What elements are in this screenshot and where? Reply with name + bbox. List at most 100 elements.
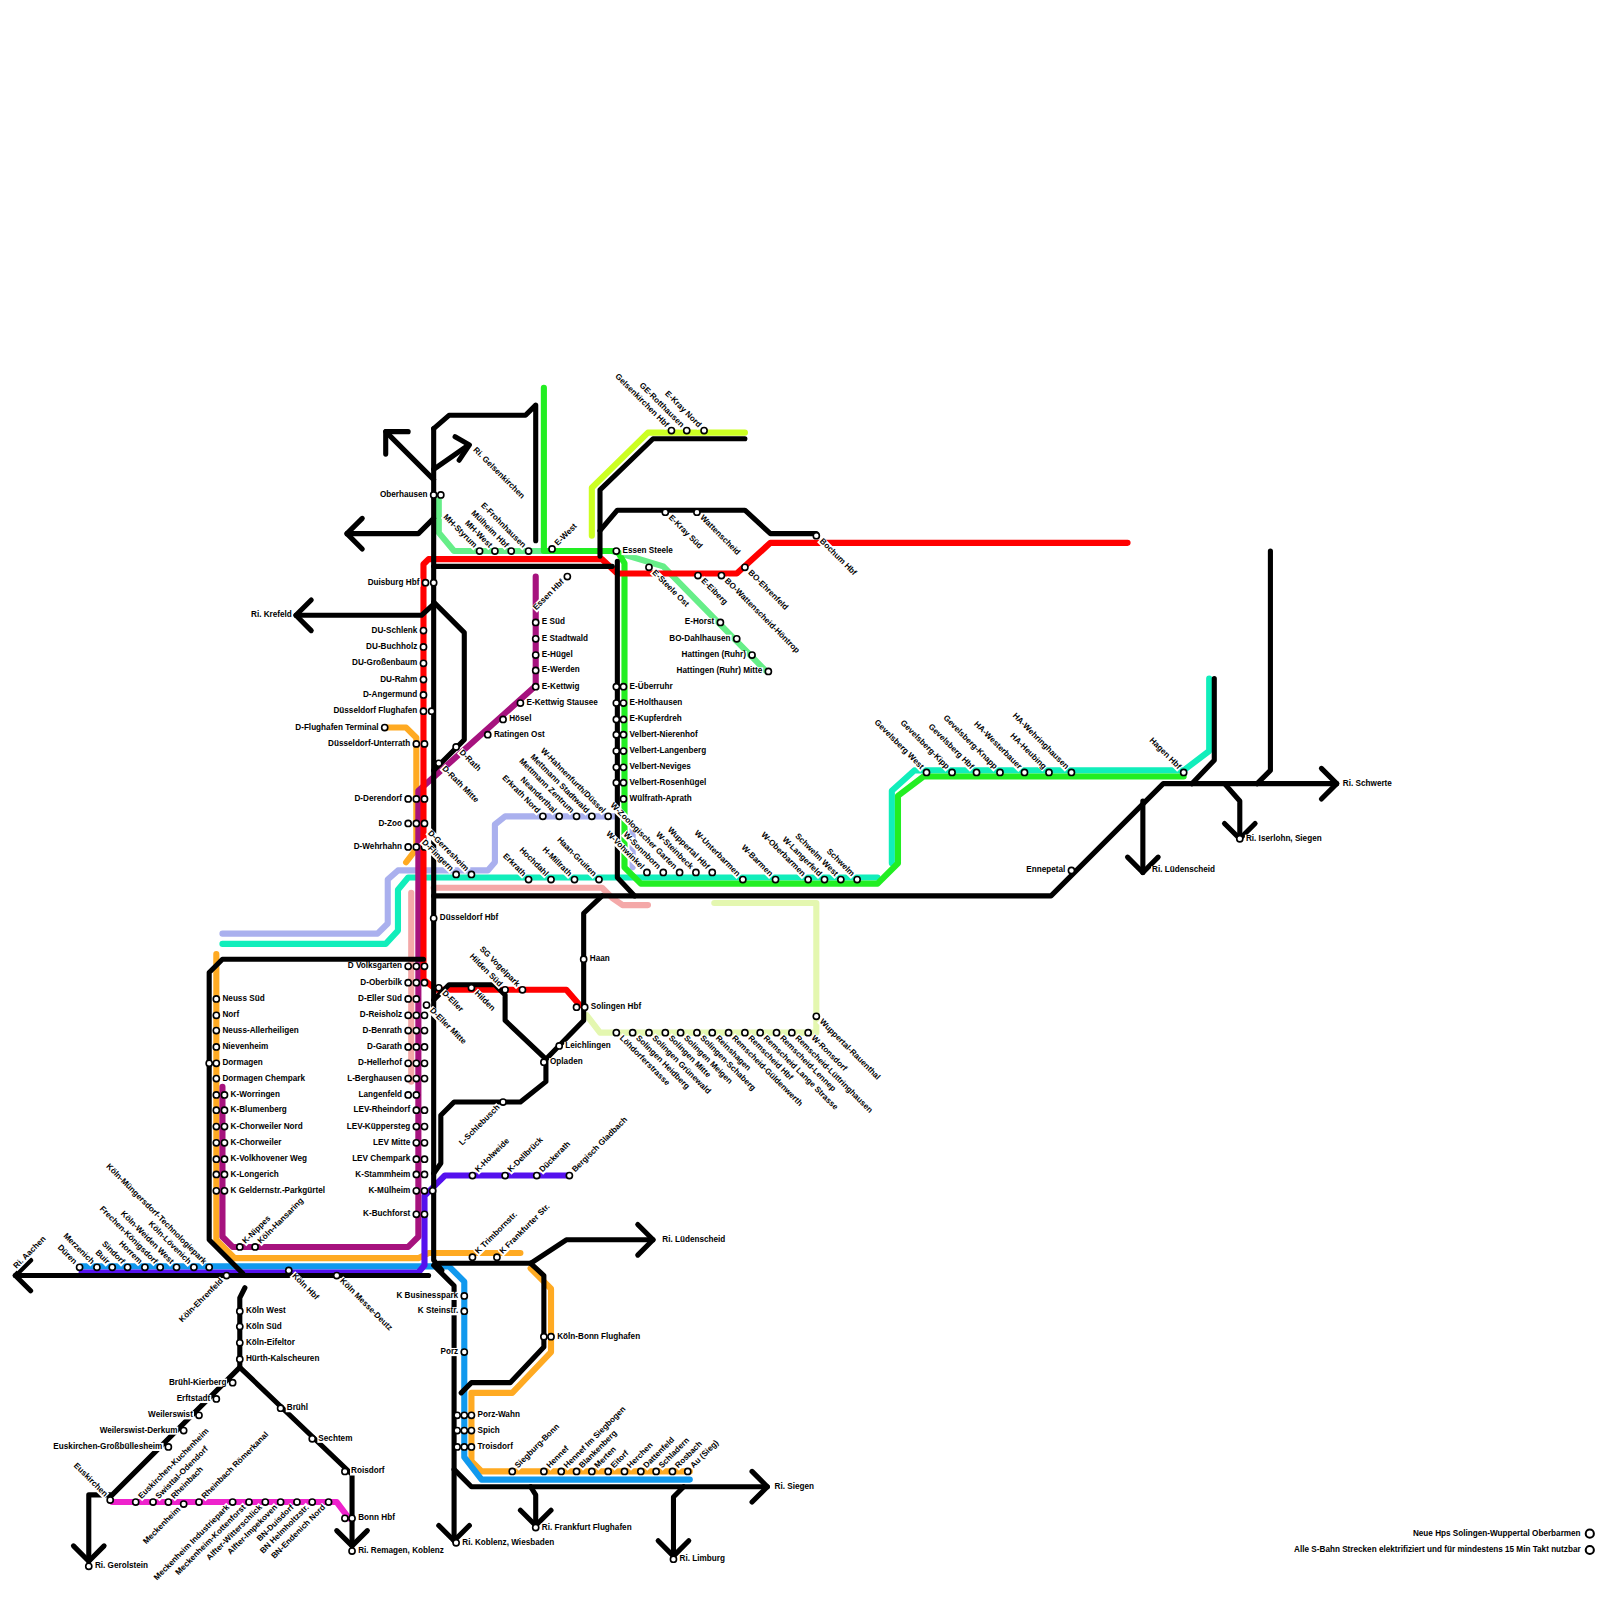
station-label: Duisburg Hbf (367, 579, 421, 587)
station-label: Hattingen (Ruhr) Mitte (676, 667, 764, 675)
station-label: E-Hügel (541, 651, 574, 659)
station-dot (213, 1044, 219, 1050)
station-dot (670, 1556, 676, 1562)
station-dot (382, 724, 388, 730)
station-label: Ri. Gerolstein (94, 1562, 149, 1570)
station-dot (165, 1499, 171, 1505)
station-dot (420, 644, 426, 650)
station-dot (581, 956, 587, 962)
station-dot (549, 546, 555, 552)
station-dot (589, 1468, 595, 1474)
station-label: Roisdorf (350, 1467, 386, 1475)
station-label: Köln-Eifeltor (245, 1339, 296, 1347)
station-dot (571, 877, 577, 883)
station-dot (821, 877, 827, 883)
station-dot (421, 1044, 427, 1050)
station-dot (644, 869, 650, 875)
station-label: Köln Hbf (289, 1271, 320, 1302)
station-dot (421, 1107, 427, 1113)
station-label: W-Barmen (739, 843, 775, 879)
station-label: D-Angermund (362, 691, 418, 699)
station-dot (517, 700, 523, 706)
station-dot (684, 428, 690, 434)
station-dot (596, 877, 602, 883)
station-label: Hagen Hbf (1147, 736, 1183, 772)
station-dot (107, 1497, 113, 1503)
station-label: D-Eller (439, 988, 465, 1014)
station-dot (973, 769, 979, 775)
station-dot (468, 871, 474, 877)
station-dot (421, 1171, 427, 1177)
station-dot (221, 1123, 227, 1129)
station-dot (726, 1030, 732, 1036)
station-dot (221, 1188, 227, 1194)
station-dot (413, 1156, 419, 1162)
station-label: Spich (477, 1427, 501, 1435)
station-dot (150, 1499, 156, 1505)
station-dot (405, 820, 411, 826)
station-dot (124, 1264, 130, 1270)
station-dot (294, 1499, 300, 1505)
station-dot (838, 877, 844, 883)
station-label: Langenfeld (357, 1091, 403, 1099)
station-label: D-Hellerhof (357, 1059, 403, 1067)
station-label: Velbert-Langenberg (629, 747, 708, 755)
station-dot (413, 996, 419, 1002)
station-dot (613, 780, 619, 786)
station-dot (997, 769, 1003, 775)
station-label: Porz-Wahn (477, 1411, 521, 1419)
station-dot (573, 1468, 579, 1474)
station-dot (765, 668, 771, 674)
station-dot (695, 572, 701, 578)
station-dot (436, 760, 442, 766)
station-dot (191, 1264, 197, 1270)
station-dot (181, 1501, 187, 1507)
station-dot (949, 769, 955, 775)
station-dot (678, 1030, 684, 1036)
station-dot (620, 748, 626, 754)
station-dot (613, 700, 619, 706)
station-dot (805, 1030, 811, 1036)
station-label: LEV-Rheindorf (352, 1106, 411, 1114)
station-dot (613, 748, 619, 754)
station-dot (420, 692, 426, 698)
station-dot (278, 1405, 284, 1411)
station-dot (757, 1030, 763, 1036)
station-label: Ennepetal (1025, 866, 1066, 874)
station-dot (485, 732, 491, 738)
station-dot (533, 636, 539, 642)
station-label: Ri. Remagen, Koblenz (357, 1547, 445, 1555)
station-dot (431, 580, 437, 586)
station-label: Ri. Limburg (679, 1555, 726, 1563)
station-dot (230, 1499, 236, 1505)
station-dot (213, 1076, 219, 1082)
station-dot (813, 1013, 819, 1019)
station-dot (237, 1244, 243, 1250)
station-label: Ri. Koblenz, Wiesbaden (461, 1539, 555, 1547)
station-dot (740, 877, 746, 883)
station-label: L-Berghausen (346, 1074, 403, 1082)
station-dot (421, 1211, 427, 1217)
station-dot (405, 963, 411, 969)
station-label: K Steinstr. (417, 1307, 459, 1315)
station-dot (221, 1140, 227, 1146)
station-dot (206, 1264, 212, 1270)
station-dot (556, 1043, 562, 1049)
station-label: K-Stammheim (354, 1170, 411, 1178)
station-dot (221, 1171, 227, 1177)
station-label: Köln Süd (245, 1322, 283, 1330)
station-dot (420, 708, 426, 714)
station-label: Velbert-Nierenhof (629, 731, 699, 739)
station-dot (454, 1428, 460, 1434)
station-dot (413, 1092, 419, 1098)
station-label: Köln-Ehrenfeld (177, 1276, 226, 1325)
station-dot (421, 1156, 427, 1162)
station-dot (413, 1188, 419, 1194)
station-dot (613, 684, 619, 690)
station-dot (421, 796, 427, 802)
station-label: Köln-Bonn Flughafen (556, 1333, 641, 1341)
station-dot (421, 1188, 427, 1194)
station-dot (613, 716, 619, 722)
station-label: Düsseldorf Flughafen (332, 707, 418, 715)
station-dot (405, 1028, 411, 1034)
